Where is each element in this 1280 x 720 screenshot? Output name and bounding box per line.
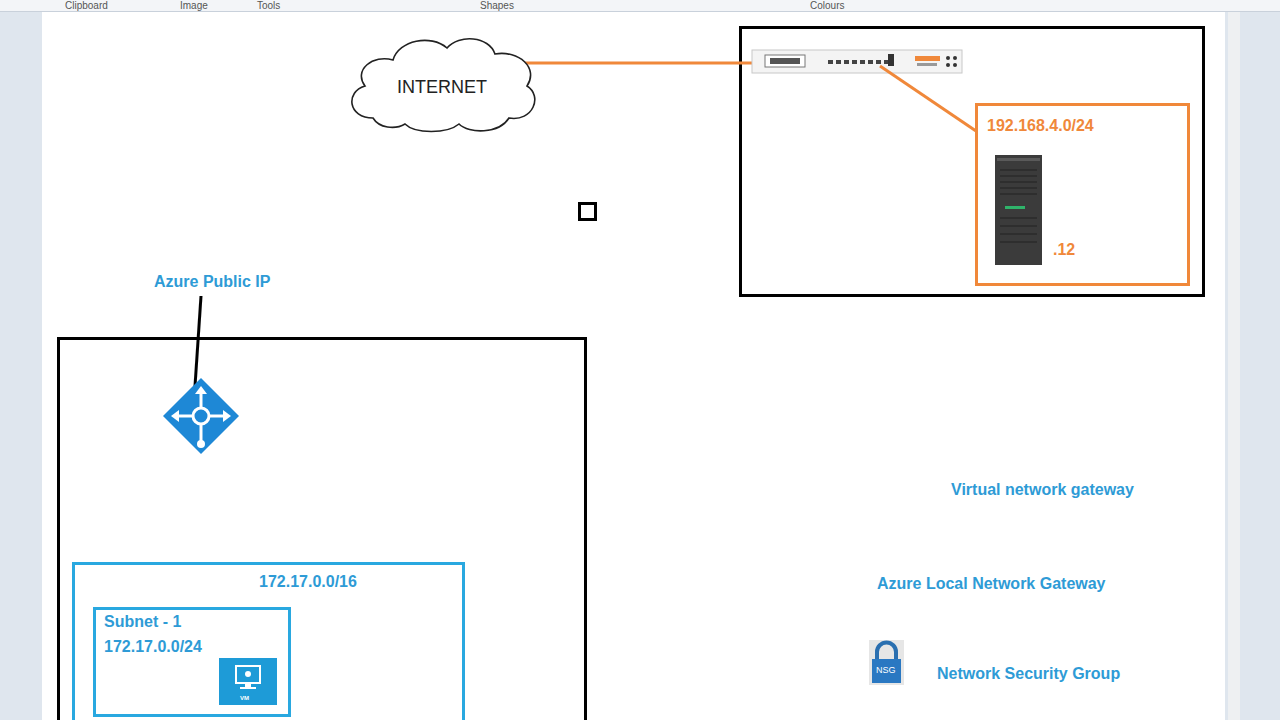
public-ip-label: Azure Public IP — [154, 273, 270, 291]
paint-canvas — [42, 12, 1225, 720]
wan-link — [520, 62, 766, 65]
vnet-cidr: 172.17.0.0/16 — [259, 573, 357, 591]
scrollbar — [1228, 12, 1240, 720]
onprem-box — [741, 28, 1204, 296]
cloud-label: INTERNET — [343, 77, 541, 98]
ribbon-label: Clipboard — [65, 0, 108, 12]
gateway-icon — [163, 378, 239, 454]
ribbon-edge — [0, 11, 1280, 12]
azure-box — [59, 339, 586, 720]
subnet-cidr: 172.17.0.0/24 — [104, 638, 202, 656]
ribbon-label: Shapes — [480, 0, 514, 12]
host-octet: .12 — [1053, 241, 1075, 259]
ribbon-label: Colours — [810, 0, 844, 12]
legend-text: Azure Local Network Gateway — [877, 575, 1106, 593]
azure-subnet: Subnet - 1 172.17.0.0/24 — [93, 607, 291, 717]
nsg-icon — [869, 640, 904, 685]
nsg-label: NSG — [876, 665, 896, 675]
onprem-subnet: 192.168.4.0/24 .12 — [975, 103, 1190, 286]
server-tower — [995, 155, 1042, 265]
firewall-appliance — [752, 50, 962, 73]
stray-square — [580, 204, 596, 220]
public-ip-leader — [195, 296, 201, 386]
lan-link — [880, 66, 976, 131]
azure-vnet: 172.17.0.0/16Subnet - 1 172.17.0.0/24 — [72, 562, 465, 720]
ribbon-label: Image — [180, 0, 208, 12]
ribbon-label: Tools — [257, 0, 280, 12]
vm-label: VM — [240, 695, 249, 702]
ribbon — [0, 0, 1280, 12]
internet-cloud: INTERNET — [343, 30, 541, 134]
legend-text: Network Security Group — [937, 665, 1120, 683]
subnet-name: Subnet - 1 — [104, 613, 181, 631]
subnet-cidr: 192.168.4.0/24 — [987, 117, 1094, 135]
legend-text: Virtual network gateway — [951, 481, 1134, 499]
